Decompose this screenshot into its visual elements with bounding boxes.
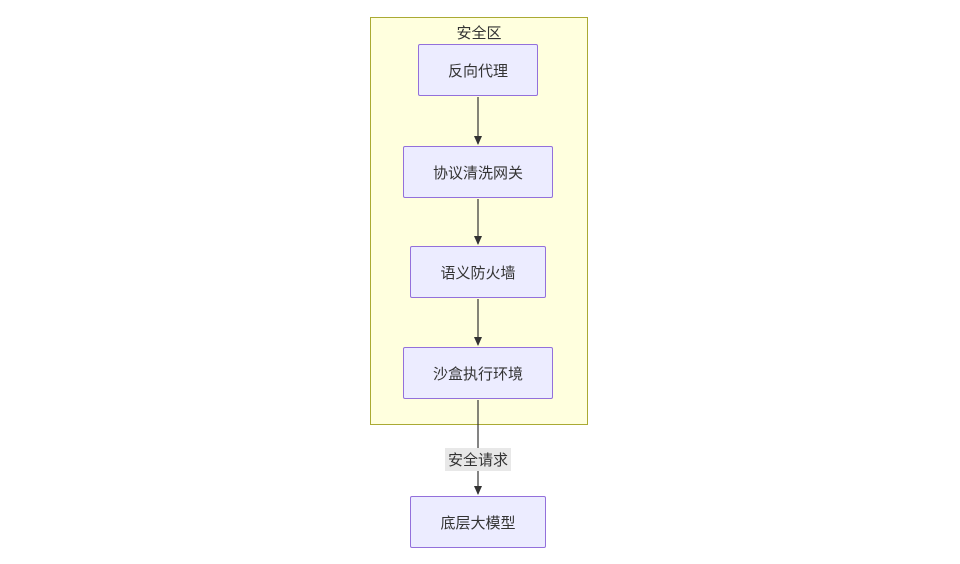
node-sandbox-env[interactable]: 沙盒执行环境 bbox=[403, 347, 553, 399]
node-protocol-gateway-label: 协议清洗网关 bbox=[432, 164, 523, 182]
node-base-llm-label: 底层大模型 bbox=[440, 514, 516, 532]
edge-label-secure-request: 安全请求 bbox=[444, 448, 512, 471]
node-semantic-firewall[interactable]: 语义防火墙 bbox=[410, 246, 546, 298]
cluster-security-zone-label: 安全区 bbox=[456, 25, 502, 42]
node-protocol-gateway[interactable]: 协议清洗网关 bbox=[403, 146, 553, 198]
node-sandbox-env-label: 沙盒执行环境 bbox=[432, 365, 523, 383]
node-semantic-firewall-label: 语义防火墙 bbox=[440, 264, 516, 282]
node-reverse-proxy-label: 反向代理 bbox=[447, 62, 508, 80]
node-base-llm[interactable]: 底层大模型 bbox=[410, 496, 546, 548]
node-reverse-proxy[interactable]: 反向代理 bbox=[418, 44, 538, 96]
